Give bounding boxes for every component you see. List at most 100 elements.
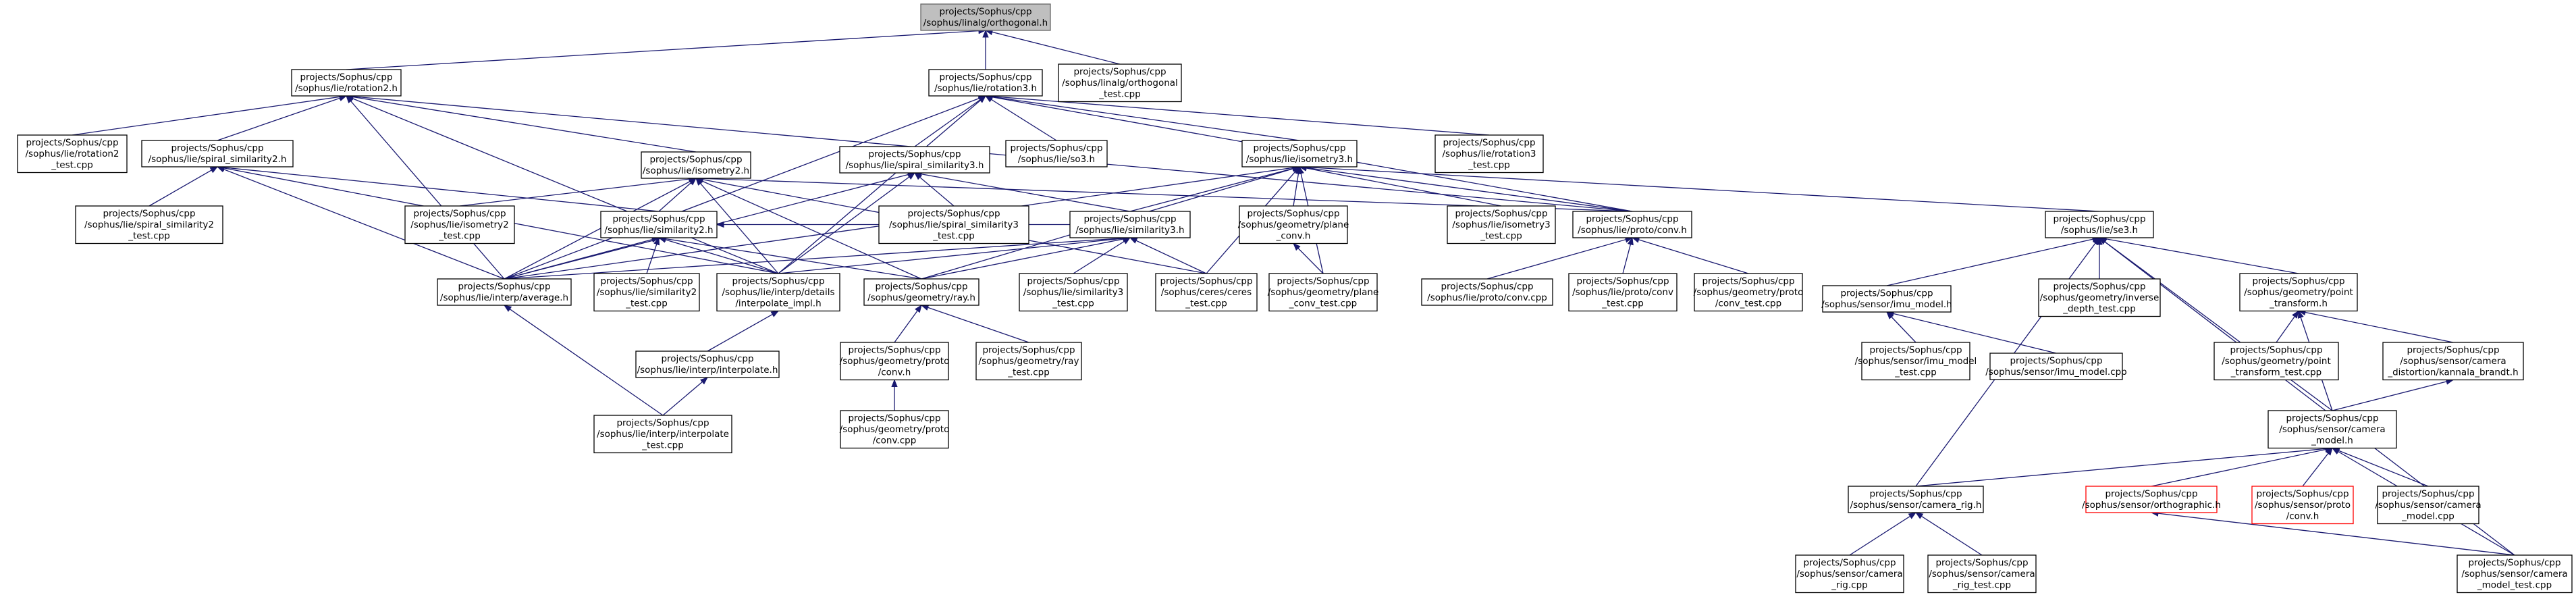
node-spiral-similarity2-test[interactable]: projects/Sophus/cpp/sophus/lie/spiral_si… <box>75 205 223 244</box>
node-interpolate-test[interactable]: projects/Sophus/cpp/sophus/lie/interp/in… <box>593 415 732 454</box>
node-rotation3-test[interactable]: projects/Sophus/cpp/sophus/lie/rotation3… <box>1434 134 1544 174</box>
node-label-line: projects/Sophus/cpp <box>2010 356 2102 367</box>
node-box <box>1434 134 1544 174</box>
node-label-line: _test.cpp <box>1601 298 1644 309</box>
node-rotation2-h[interactable]: projects/Sophus/cpp/sophus/lie/rotation2… <box>291 69 402 97</box>
node-label-line: projects/Sophus/cpp <box>939 72 1031 83</box>
node-interpolate-h[interactable]: projects/Sophus/cpp/sophus/lie/interp/in… <box>635 351 780 378</box>
node-label-line: projects/Sophus/cpp <box>600 276 693 287</box>
node-spiral-similarity3-test[interactable]: projects/Sophus/cpp/sophus/lie/spiral_si… <box>878 205 1029 244</box>
node-label-line: /sophus/lie/interp/average.h <box>440 292 568 303</box>
node-label-line: /sophus/lie/rotation3 <box>1443 149 1536 159</box>
node-plane-conv-h[interactable]: projects/Sophus/cpp/sophus/geometry/plan… <box>1238 205 1349 244</box>
node-label-line: projects/Sophus/cpp <box>1869 345 1962 356</box>
edge-camera-model-cpp-to-camera-model-h <box>2331 447 2429 487</box>
edge-sensor-proto-conv-h-to-camera-model-h <box>2302 447 2333 487</box>
node-interp-average-h[interactable]: projects/Sophus/cpp/sophus/lie/interp/av… <box>437 278 572 306</box>
node-kannala-brandt-h[interactable]: projects/Sophus/cpp/sophus/sensor/camera… <box>2382 342 2524 381</box>
node-orthographic-h[interactable]: projects/Sophus/cpp/sophus/sensor/orthog… <box>2082 486 2221 513</box>
node-box <box>2268 410 2397 449</box>
node-similarity3-h[interactable]: projects/Sophus/cpp/sophus/lie/similarit… <box>1069 211 1191 238</box>
node-label-line: /sophus/lie/isometry3 <box>1452 219 1550 230</box>
edge-interp-average-h-to-similarity2-h <box>504 236 660 280</box>
node-box <box>141 140 294 167</box>
node-label-line: projects/Sophus/cpp <box>26 138 118 149</box>
node-label-line: _model.cpp <box>2401 511 2454 522</box>
node-box <box>2382 342 2524 381</box>
edge-imu-model-cpp-to-imu-model-h <box>1885 310 2057 354</box>
node-inverse-depth-test[interactable]: projects/Sophus/cpp/sophus/geometry/inve… <box>2038 278 2161 317</box>
edge-isometry2-test-to-isometry2-h <box>459 176 697 207</box>
node-label-line: /sophus/sensor/imu_model.h <box>1821 299 1952 310</box>
node-box <box>1019 273 1128 312</box>
node-spiral-similarity2-h[interactable]: projects/Sophus/cpp/sophus/lie/spiral_si… <box>141 140 294 167</box>
node-label-line: projects/Sophus/cpp <box>868 149 961 160</box>
node-point-transform-test[interactable]: projects/Sophus/cpp/sophus/geometry/poin… <box>2213 342 2339 381</box>
node-rotation3-h[interactable]: projects/Sophus/cpp/sophus/lie/rotation3… <box>928 69 1043 97</box>
node-lie-proto-conv-h[interactable]: projects/Sophus/cpp/sophus/lie/proto/con… <box>1572 211 1692 238</box>
node-imu-model-h[interactable]: projects/Sophus/cpp/sophus/sensor/imu_mo… <box>1821 285 1952 313</box>
node-imu-model-cpp[interactable]: projects/Sophus/cpp/sophus/sensor/imu_mo… <box>1985 353 2127 380</box>
node-label-line: projects/Sophus/cpp <box>1073 67 1166 78</box>
node-label-line: /sophus/lie/proto/conv <box>1572 287 1673 298</box>
node-ceres-test[interactable]: projects/Sophus/cpp/sophus/ceres/ceres_t… <box>1155 273 1258 312</box>
node-label-line: /sophus/lie/isometry2.h <box>643 165 749 176</box>
node-camera-model-h[interactable]: projects/Sophus/cpp/sophus/sensor/camera… <box>2268 410 2397 449</box>
node-label-line: /sophus/lie/similarity3.h <box>1075 225 1184 236</box>
node-label-line: /sophus/lie/spiral_similarity3.h <box>846 160 984 171</box>
node-label-line: projects/Sophus/cpp <box>2468 558 2560 569</box>
node-isometry2-h[interactable]: projects/Sophus/cpp/sophus/lie/isometry2… <box>641 151 751 179</box>
node-orthogonal-test[interactable]: projects/Sophus/cpp/sophus/linalg/orthog… <box>1058 63 1182 103</box>
node-box <box>1058 63 1182 103</box>
node-box <box>1694 273 1803 312</box>
node-label-line: projects/Sophus/cpp <box>413 209 506 219</box>
node-box <box>593 273 700 312</box>
node-label-line: projects/Sophus/cpp <box>982 345 1075 356</box>
node-se3-h[interactable]: projects/Sophus/cpp/sophus/lie/se3.h <box>2045 211 2154 238</box>
node-spiral-similarity3-h[interactable]: projects/Sophus/cpp/sophus/lie/spiral_si… <box>839 146 990 174</box>
node-imu-model-test[interactable]: projects/Sophus/cpp/sophus/sensor/imu_mo… <box>1855 342 1977 381</box>
node-ray-test[interactable]: projects/Sophus/cpp/sophus/geometry/ray_… <box>975 342 1082 381</box>
node-so3-h[interactable]: projects/Sophus/cpp/sophus/lie/so3.h <box>1005 140 1108 167</box>
edge-ray-h-to-similarity3-h <box>921 236 1131 280</box>
node-ray-h[interactable]: projects/Sophus/cpp/sophus/geometry/ray.… <box>863 278 980 306</box>
node-camera-rig-test[interactable]: projects/Sophus/cpp/sophus/sensor/camera… <box>1927 554 2037 594</box>
node-interpolate-impl-h[interactable]: projects/Sophus/cpp/sophus/lie/interp/de… <box>716 273 840 312</box>
node-label-line: _model_test.cpp <box>2477 580 2552 591</box>
node-camera-model-cpp[interactable]: projects/Sophus/cpp/sophus/sensor/camera… <box>2375 486 2481 525</box>
node-similarity2-h[interactable]: projects/Sophus/cpp/sophus/lie/similarit… <box>600 211 718 238</box>
node-label-line: /sophus/lie/rotation2.h <box>295 83 398 94</box>
node-box <box>1572 211 1692 238</box>
node-isometry2-test[interactable]: projects/Sophus/cpp/sophus/lie/isometry2… <box>404 205 515 244</box>
node-isometry3-test[interactable]: projects/Sophus/cpp/sophus/lie/isometry3… <box>1447 205 1556 244</box>
node-label-line: /sophus/geometry/inverse <box>2040 292 2159 303</box>
node-box <box>404 205 515 244</box>
node-orthogonal-h[interactable]: projects/Sophus/cpp/sophus/linalg/orthog… <box>920 3 1051 31</box>
node-geometry-proto-conv-h[interactable]: projects/Sophus/cpp/sophus/geometry/prot… <box>840 342 950 381</box>
node-geometry-proto-conv-test[interactable]: projects/Sophus/cpp/sophus/geometry/prot… <box>1694 273 1804 312</box>
node-geometry-proto-conv-cpp[interactable]: projects/Sophus/cpp/sophus/geometry/prot… <box>840 410 950 449</box>
node-label-line: _test.cpp <box>1480 231 1522 242</box>
node-similarity3-test[interactable]: projects/Sophus/cpp/sophus/lie/similarit… <box>1019 273 1128 312</box>
node-label-line: /sophus/lie/spiral_similarity2 <box>84 219 214 230</box>
node-camera-rig-cpp[interactable]: projects/Sophus/cpp/sophus/sensor/camera… <box>1795 554 1904 594</box>
node-label-line: projects/Sophus/cpp <box>2105 489 2197 500</box>
node-sensor-proto-conv-h[interactable]: projects/Sophus/cpp/sophus/sensor/proto/… <box>2251 486 2354 525</box>
node-label-line: /sophus/lie/proto/conv.cpp <box>1427 292 1547 303</box>
node-label-line: /sophus/geometry/plane <box>1238 219 1349 230</box>
node-camera-rig-h[interactable]: projects/Sophus/cpp/sophus/sensor/camera… <box>1848 486 1984 513</box>
node-label-line: _test.cpp <box>1185 298 1227 309</box>
node-rotation2-test[interactable]: projects/Sophus/cpp/sophus/lie/rotation2… <box>17 134 128 174</box>
node-label-line: _test.cpp <box>128 231 170 242</box>
node-plane-conv-test[interactable]: projects/Sophus/cpp/sophus/geometry/plan… <box>1268 273 1379 312</box>
node-similarity2-test[interactable]: projects/Sophus/cpp/sophus/lie/similarit… <box>593 273 700 312</box>
node-isometry3-h[interactable]: projects/Sophus/cpp/sophus/lie/isometry3… <box>1241 140 1358 167</box>
node-lie-proto-conv-cpp[interactable]: projects/Sophus/cpp/sophus/lie/proto/con… <box>1421 278 1553 306</box>
node-label-line: projects/Sophus/cpp <box>1083 214 1176 225</box>
node-label-line: /sophus/geometry/ray <box>979 356 1079 367</box>
node-lie-proto-conv-test[interactable]: projects/Sophus/cpp/sophus/lie/proto/con… <box>1568 273 1678 312</box>
node-point-transform-h[interactable]: projects/Sophus/cpp/sophus/geometry/poin… <box>2239 273 2358 312</box>
node-camera-model-test[interactable]: projects/Sophus/cpp/sophus/sensor/camera… <box>2457 554 2573 594</box>
edge-interp-average-h-to-isometry2-h <box>504 178 697 280</box>
